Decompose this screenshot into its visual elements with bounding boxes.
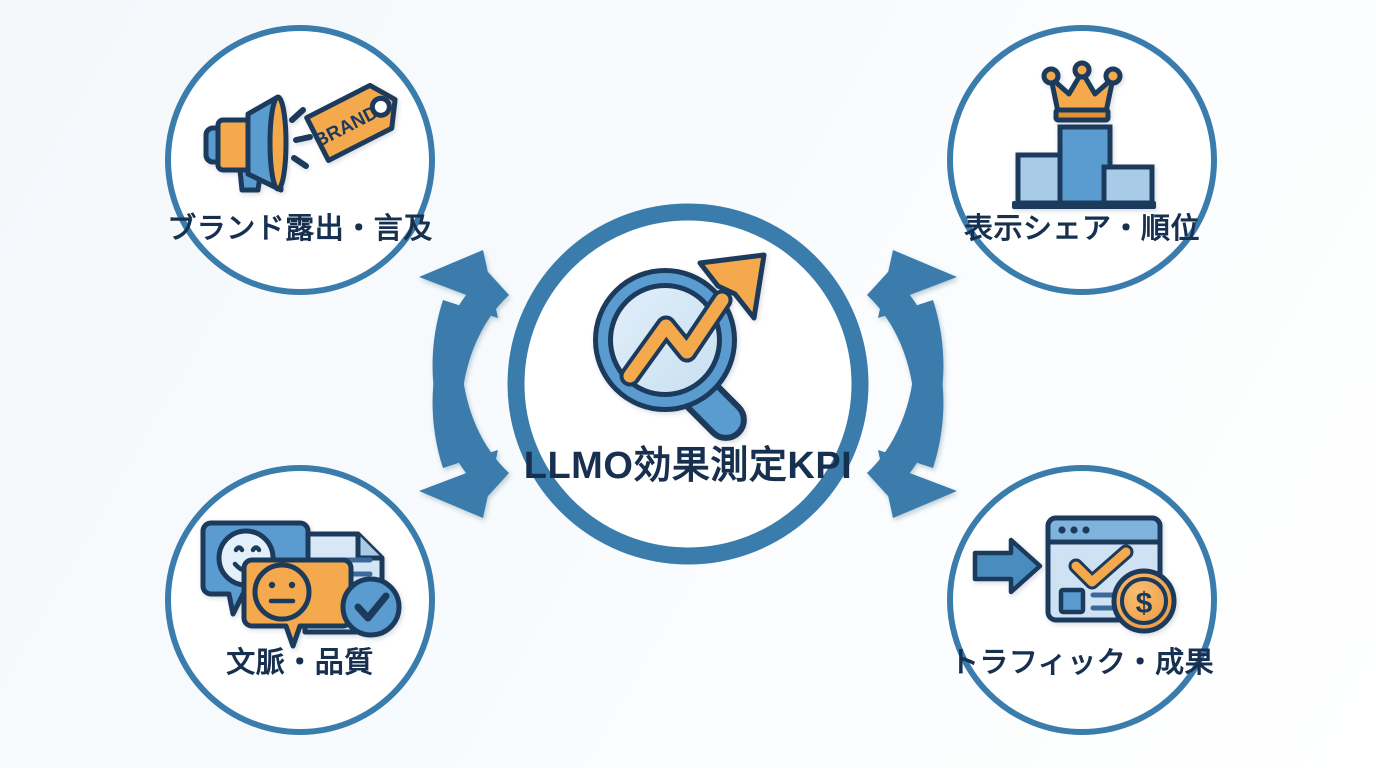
- right-arrow-icon: [972, 537, 1043, 595]
- upward-trend-arrow-icon: [619, 252, 767, 387]
- svg-text:$: $: [1136, 587, 1153, 620]
- node-label-context-quality: 文脈・品質: [226, 645, 374, 679]
- chat-bubbles-document-check-icon: [200, 520, 402, 649]
- node-traffic-results[interactable]: $ トラフィック・成果: [947, 465, 1217, 735]
- brand-tag-icon: BRAND: [304, 82, 398, 163]
- podium-base-icon: [1012, 201, 1156, 209]
- megaphone-sound-waves-icon: [289, 107, 313, 169]
- check-badge-icon: [340, 576, 402, 638]
- magnifier-inner-outline-icon: [608, 283, 722, 397]
- arrow-to-bottom-left: [419, 272, 509, 518]
- megaphone-body-icon: [215, 117, 253, 173]
- node-label-share-of-voice: 表示シェア・順位: [964, 211, 1200, 245]
- podium-third-place-icon: [1101, 164, 1155, 206]
- magnifier-growth-chart-icon: [593, 252, 767, 441]
- node-context-quality[interactable]: 文脈・品質: [165, 465, 435, 735]
- crown-icon: [1041, 60, 1123, 123]
- browser-thumbnail-icon: [1058, 587, 1086, 615]
- arrow-group: [419, 250, 957, 518]
- node-brand-exposure[interactable]: BRAND ブランド露出・言及: [165, 25, 435, 295]
- podium-crown-icon: [1012, 60, 1156, 209]
- dollar-coin-icon: $: [1111, 568, 1177, 634]
- megaphone-rim-icon: [267, 94, 289, 192]
- browser-check-coin-icon: $: [972, 515, 1177, 634]
- hub-label: LLMO効果測定KPI: [524, 445, 852, 487]
- chat-bubble-neutral-icon: [241, 557, 354, 649]
- arrow-to-bottom-right: [867, 272, 957, 518]
- magnifier-outer-outline-icon: [593, 268, 737, 412]
- megaphone-brand-tag-icon: BRAND: [203, 82, 398, 193]
- neutral-face-icon: [252, 562, 312, 622]
- node-label-brand-exposure: ブランド露出・言及: [167, 211, 433, 245]
- hub-node[interactable]: LLMO効果測定KPI: [507, 203, 869, 565]
- node-share-of-voice[interactable]: 表示シェア・順位: [947, 25, 1217, 295]
- node-label-traffic-results: トラフィック・成果: [950, 646, 1214, 679]
